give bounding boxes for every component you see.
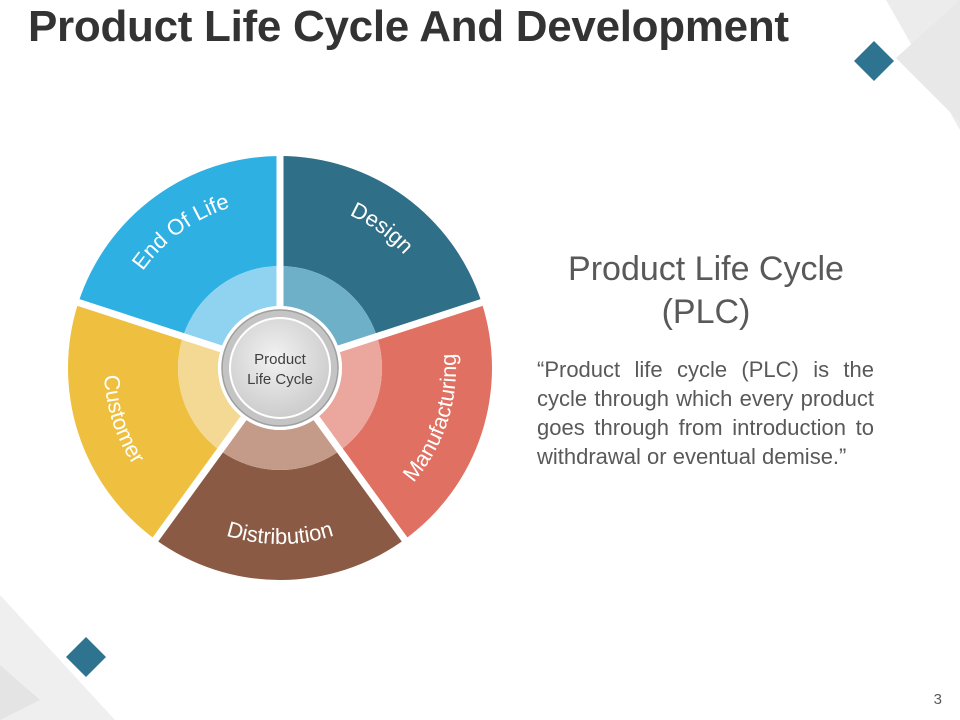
- plc-heading-line-2: (PLC): [661, 293, 751, 331]
- inner-segment-customer: [177, 336, 244, 451]
- segment-manufacturing: [339, 302, 492, 540]
- segment-separator: [312, 414, 410, 545]
- bottom-left-accent-diamond: [66, 637, 106, 677]
- bottom-left-gray-diamond: [0, 665, 40, 720]
- top-right-accent-diamond: [854, 41, 894, 81]
- product-life-cycle-wheel: Design Manufacturing Distribution Custom…: [68, 152, 492, 580]
- segment-separator: [73, 297, 225, 353]
- inner-segment-design: [280, 266, 378, 349]
- page-number: 3: [933, 691, 942, 708]
- bottom-left-gray-triangle: [0, 595, 115, 720]
- segment-separators: [73, 152, 487, 545]
- segment-separator: [150, 414, 248, 545]
- segment-end-of-life: [78, 156, 280, 337]
- segment-customer: [68, 302, 221, 540]
- plc-heading-line-1: Product Life Cycle: [568, 250, 844, 288]
- top-right-gray-diamond: [896, 0, 960, 122]
- segment-design: [280, 156, 482, 337]
- hub-label-line-2: Life Cycle: [247, 371, 313, 388]
- plc-definition: “Product life cycle (PLC) is the cycle t…: [537, 357, 874, 469]
- slide-title: Product Life Cycle And Development: [28, 2, 789, 51]
- segment-distribution: [155, 450, 405, 580]
- segment-separator: [335, 297, 487, 353]
- plc-heading: Product Life Cycle (PLC): [530, 248, 882, 334]
- inner-segment-distribution: [220, 418, 340, 470]
- hub-face: [229, 317, 331, 419]
- inner-segment-end-of-life: [182, 266, 280, 349]
- hub-label-line-1: Product: [254, 351, 307, 368]
- inner-segment-manufacturing: [316, 336, 383, 451]
